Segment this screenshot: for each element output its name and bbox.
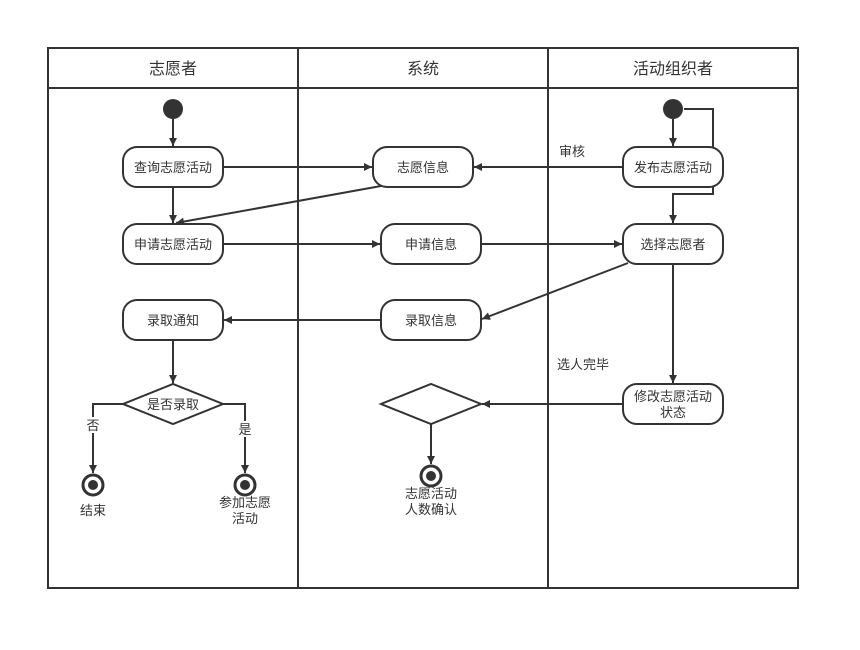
final-node-end [81,473,105,497]
activity-modify-activity-status[interactable] [622,383,724,425]
activity-apply-volunteer-activity[interactable] [122,223,224,265]
activity-volunteer-info[interactable] [372,146,474,188]
label-join-line2: 活动 [232,512,258,527]
label-publish-volunteer-activity: 发布志愿活动 [634,160,712,176]
label-confirm-line1: 志愿活动 [405,487,457,502]
edge-decision-yes [223,403,249,473]
initial-node-organizer [663,99,683,119]
activity-query-volunteer-activity[interactable] [122,146,224,188]
final-node-confirm [419,464,443,488]
edge-volunteer-info-to-apply [175,185,382,226]
label-select-volunteer: 选择志愿者 [640,238,705,253]
lane-header-organizer: 活动组织者 [633,59,713,78]
activity-admit-info[interactable] [380,299,482,341]
label-query-volunteer-activity: 查询志愿活动 [134,161,212,176]
edge-label-no: 否 [86,419,99,434]
edge-label-no-bg [86,417,100,433]
label-end: 结束 [80,504,106,519]
lane-header-system: 系统 [407,59,439,78]
edge-label-review: 审核 [559,145,585,160]
initial-node-volunteer [163,99,183,119]
label-apply-volunteer-activity: 申请志愿活动 [134,238,212,253]
activity-select-volunteer[interactable] [622,223,724,265]
label-join-line1: 参加志愿 [219,495,271,511]
edge-decision-no [89,403,123,473]
label-modify-status-line2: 状态 [660,406,686,421]
label-admit-notice: 录取通知 [147,313,199,329]
label-volunteer-info: 志愿信息 [397,160,449,176]
lane-header-volunteer: 志愿者 [149,59,197,78]
merge-node[interactable] [378,382,484,426]
activity-apply-info[interactable] [380,223,482,265]
label-confirm-line2: 人数确认 [405,503,457,518]
label-apply-info: 申请信息 [405,237,457,253]
label-modify-status-line1: 修改志愿活动 [634,390,712,405]
edge-select-to-admit-info [481,262,629,320]
activity-admit-notice[interactable] [122,299,224,341]
label-admit-info: 录取信息 [405,313,457,329]
edge-label-selection-done: 选人完毕 [557,358,609,373]
swimlane-frame [47,47,799,589]
final-node-join [233,473,257,497]
activity-publish-volunteer-activity[interactable] [622,146,724,188]
edge-label-yes-bg [238,421,252,437]
edge-label-yes: 是 [238,423,251,438]
edge-org-start-to-select [669,108,714,223]
label-is-admitted: 是否录取 [147,398,199,413]
decision-is-admitted[interactable] [120,382,226,426]
